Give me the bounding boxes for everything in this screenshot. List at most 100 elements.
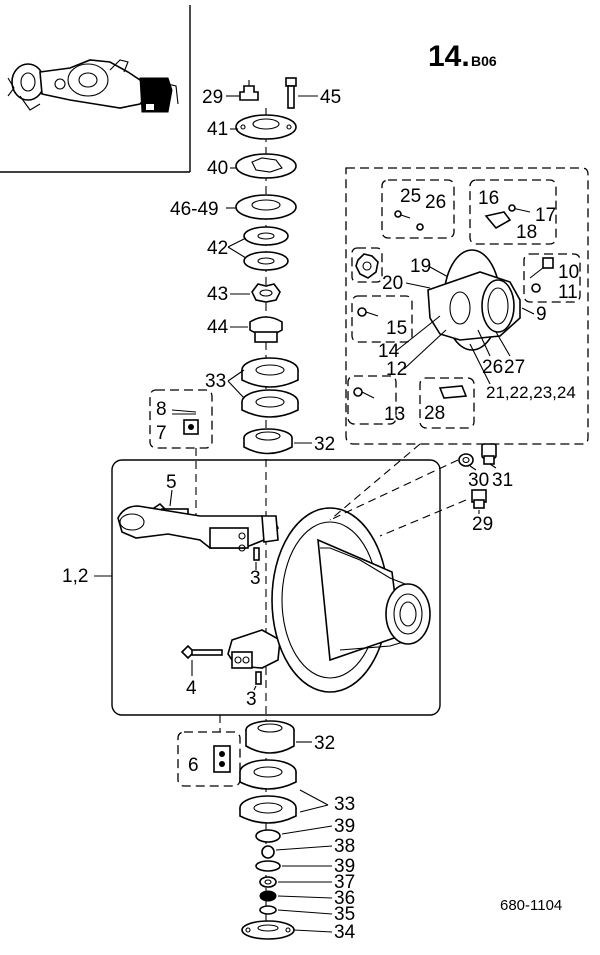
callout-18: 18 [516, 222, 537, 243]
part-9-hub-flange [427, 249, 521, 351]
callout-39-lower: 39 [334, 856, 355, 877]
callout-14: 14 [378, 341, 400, 362]
callout-36: 36 [334, 888, 355, 909]
part-30-seal [458, 453, 474, 467]
callout-38: 38 [334, 836, 355, 857]
callout-43: 43 [207, 284, 228, 305]
callout-13: 13 [384, 404, 405, 425]
callout-29-top: 29 [202, 87, 223, 108]
detail-box-20 [351, 247, 383, 283]
detail-box-10-11 [523, 253, 581, 303]
callout-45: 45 [320, 87, 341, 108]
callout-17: 17 [535, 205, 556, 226]
callout-25: 25 [400, 186, 421, 207]
part-41-cover-plate [235, 114, 297, 140]
part-1-2-steering-knuckle [117, 505, 431, 693]
callout-44: 44 [207, 317, 229, 338]
part-38-ball [261, 845, 275, 859]
part-32-bearing-cup-bottom [245, 720, 295, 754]
callout-26-lower: 26 [482, 357, 503, 378]
part-28-pad [438, 385, 468, 399]
part-26-pin [416, 223, 424, 231]
part-31-plug [481, 443, 497, 465]
callout-15: 15 [386, 318, 407, 339]
overview-inset [0, 5, 191, 173]
part-45-bolt [285, 77, 297, 109]
callout-39-upper: 39 [334, 816, 355, 837]
part-11-nut [531, 283, 541, 293]
part-17-screw [508, 204, 531, 213]
callout-32-bottom: 32 [314, 733, 335, 754]
callout-19: 19 [410, 256, 431, 277]
part-43-lock-washer [251, 283, 281, 303]
callout-6: 6 [188, 755, 199, 776]
callout-3-lower: 3 [246, 689, 257, 710]
part-16-sensor [484, 211, 512, 230]
callout-46-49: 46-49 [170, 199, 219, 220]
part-13-bolt [353, 387, 375, 399]
callout-29-right: 29 [472, 514, 493, 535]
hub-detail-box [345, 167, 589, 445]
detail-box-6 [177, 731, 241, 787]
page-title: 14. [428, 40, 470, 73]
callout-26-upper: 26 [425, 192, 446, 213]
part-15-screw [357, 307, 379, 317]
detail-box-15 [351, 295, 413, 343]
callout-21-24: 21,22,23,24 [486, 383, 576, 402]
callout-3-upper: 3 [250, 568, 261, 589]
part-8-cotter-pin [171, 409, 197, 415]
callout-1-2: 1,2 [62, 566, 88, 587]
detail-box-13 [347, 375, 397, 425]
part-25-screw [394, 210, 411, 219]
part-37-washer [259, 876, 277, 888]
axle-overview-illustration [7, 59, 179, 113]
part-10-bolt [529, 257, 554, 279]
part-7-lock-plate [183, 419, 199, 435]
callout-4: 4 [186, 678, 197, 699]
part-4-bolt [180, 644, 223, 660]
callout-12: 12 [386, 359, 407, 380]
part-20-toothed-ring [355, 253, 379, 279]
callout-28: 28 [424, 403, 445, 424]
detail-box-7-8 [149, 389, 213, 449]
part-44-cap [249, 316, 283, 343]
callout-9: 9 [536, 304, 547, 325]
part-29-fitting-right [471, 489, 487, 509]
part-6-lock-plate [213, 745, 231, 773]
part-29-grease-nipple [239, 80, 259, 101]
part-34-cover [241, 920, 295, 940]
part-33-bearings-top [241, 357, 299, 418]
drawing-code: 680-1104 [500, 897, 562, 914]
callout-8: 8 [156, 399, 167, 420]
callout-27: 27 [504, 357, 525, 378]
detail-box-28 [419, 377, 475, 429]
part-46-49-shims [235, 194, 297, 220]
callout-41: 41 [207, 119, 228, 140]
callout-33-bottom: 33 [334, 794, 355, 815]
callout-11: 11 [558, 282, 578, 303]
part-3-pin [253, 547, 262, 685]
page-subtitle: B06 [471, 53, 497, 69]
callout-31: 31 [492, 470, 513, 491]
callout-34: 34 [334, 922, 356, 943]
part-32-bearing-cup-top [243, 428, 293, 455]
part-42-washers [243, 226, 289, 271]
callout-37: 37 [334, 872, 355, 893]
part-36-seal [259, 890, 277, 902]
callout-42: 42 [207, 238, 228, 259]
part-40-gasket [235, 153, 297, 179]
detail-box-25-26 [381, 179, 455, 239]
callout-16: 16 [478, 188, 499, 209]
callout-33-top: 33 [205, 371, 226, 392]
knuckle-group-box [111, 459, 441, 716]
callout-10: 10 [558, 262, 579, 283]
part-39-spacer-top [255, 829, 281, 843]
callout-40: 40 [207, 158, 228, 179]
callout-30: 30 [468, 470, 489, 491]
callout-20: 20 [382, 273, 403, 294]
callout-35: 35 [334, 904, 355, 925]
detail-box-16-18 [469, 179, 557, 245]
callout-7: 7 [156, 423, 167, 444]
part-33-bearings-bottom [239, 759, 297, 824]
